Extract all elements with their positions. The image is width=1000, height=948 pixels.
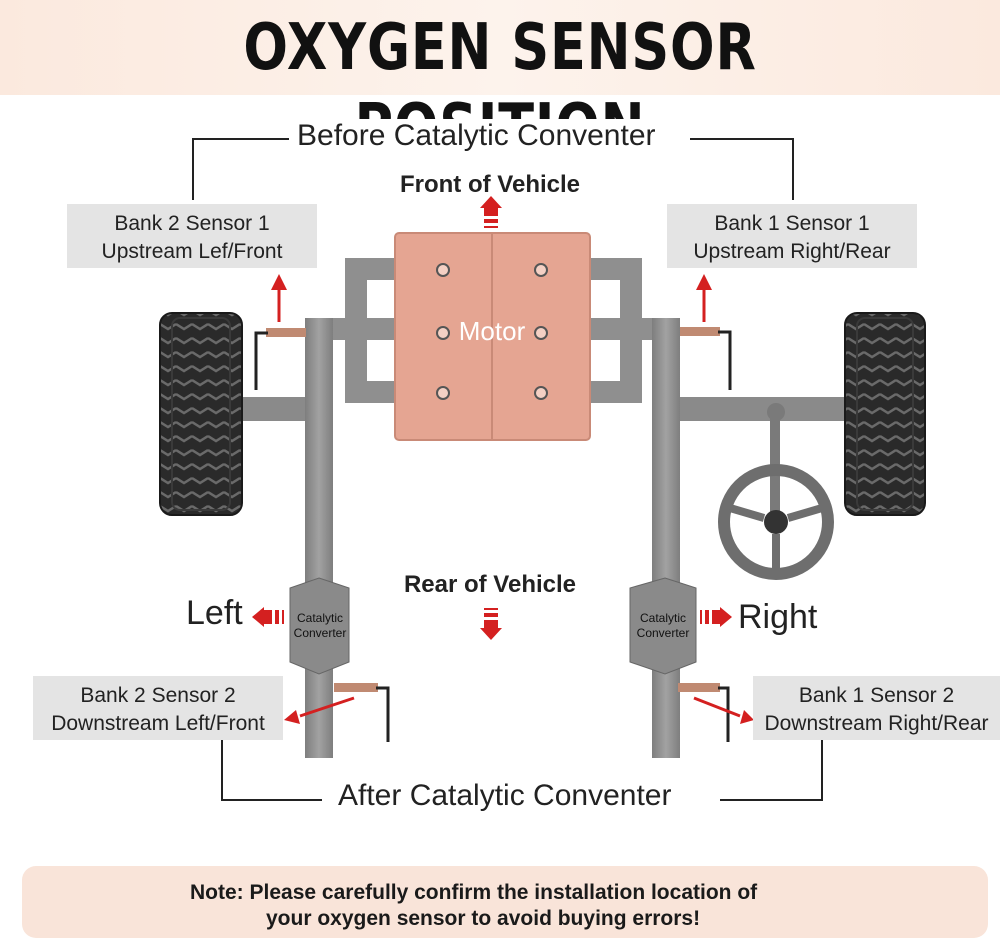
note-banner: [22, 866, 988, 938]
after-converter-label: After Catalytic Conventer: [330, 779, 680, 813]
right-catalytic-converter-icon: [629, 577, 697, 675]
rear-arrow-icon: [480, 608, 502, 640]
sensor-label-b2s2: Bank 2 Sensor 2 Downstream Left/Front: [33, 676, 283, 740]
left-exhaust-pipe: [305, 318, 333, 758]
steering-wheel-icon: [718, 403, 834, 580]
sensor-b2s2-icon: [334, 683, 390, 742]
left-exhaust-manifold: [305, 258, 397, 403]
sensor-label-b1s1: Bank 1 Sensor 1 Upstream Right/Rear: [667, 204, 917, 268]
note-line-1: Note: Please carefully confirm the insta…: [190, 880, 870, 906]
vehicle-diagram: [159, 138, 926, 801]
left-catalytic-converter-icon: [289, 577, 350, 675]
engine-block: [394, 232, 591, 441]
note-line1-text: Please carefully confirm the installatio…: [249, 881, 758, 904]
front-of-vehicle-label: Front of Vehicle: [399, 171, 581, 198]
sensor-b1s1-position: Upstream Right/Rear: [693, 240, 891, 263]
front-arrow-icon: [480, 196, 502, 228]
rear-of-vehicle-label: Rear of Vehicle: [403, 571, 577, 598]
right-tire-icon: [844, 312, 926, 516]
arrow-b2s2: [299, 696, 355, 718]
before-bracket-line: [192, 138, 794, 200]
arrow-b1s2: [693, 696, 741, 718]
title-banner: [0, 0, 1000, 95]
sensor-b2s2-title: Bank 2 Sensor 2: [80, 684, 236, 707]
left-converter-label-line2: Converter: [293, 626, 347, 640]
note-line-2: your oxygen sensor to avoid buying error…: [266, 907, 701, 930]
left-converter-label-line1: Catalytic: [296, 611, 343, 625]
sensor-b2s1-position: Upstream Lef/Front: [101, 240, 283, 263]
sensor-b1s2-icon: [678, 683, 730, 742]
sensor-b1s1-title: Bank 1 Sensor 1: [714, 212, 870, 235]
sensor-b1s2-position: Downstream Right/Rear: [764, 712, 989, 735]
front-axle-right: [675, 397, 850, 421]
right-converter-label: Catalytic Converter: [625, 611, 701, 641]
right-label: Right: [738, 598, 818, 636]
note-text: Note: Please carefully confirm the insta…: [190, 880, 870, 932]
engine-label: Motor: [458, 316, 526, 346]
front-axle-left: [238, 397, 318, 421]
sensor-b1s1-icon: [680, 327, 732, 390]
right-arrow-icon: [700, 607, 732, 627]
note-prefix: Note:: [190, 881, 244, 904]
right-converter-label-line1: Catalytic: [639, 611, 686, 625]
left-converter-label: Catalytic Converter: [282, 611, 358, 641]
sensor-b1s2-title: Bank 1 Sensor 2: [798, 684, 955, 707]
before-converter-label: Before Catalytic Conventer: [289, 119, 664, 153]
after-bracket-line: [221, 740, 823, 801]
left-arrow-icon: [252, 607, 284, 627]
sensor-label-b2s1: Bank 2 Sensor 1 Upstream Lef/Front: [67, 204, 317, 268]
right-exhaust-pipe: [652, 318, 680, 758]
left-label: Left: [186, 594, 243, 632]
left-tire-icon: [159, 312, 243, 516]
sensor-b2s2-position: Downstream Left/Front: [51, 712, 265, 735]
sensor-b2s1-title: Bank 2 Sensor 1: [114, 212, 270, 235]
sensor-b2s1-icon: [254, 328, 306, 390]
right-converter-label-line2: Converter: [636, 626, 690, 640]
sensor-label-b1s2: Bank 1 Sensor 2 Downstream Right/Rear: [753, 676, 1000, 740]
